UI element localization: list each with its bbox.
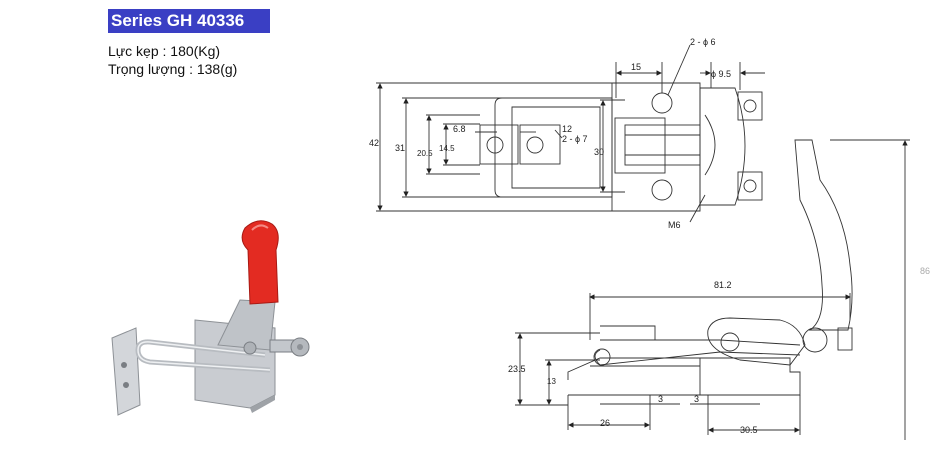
dim-m6: M6 [668, 220, 681, 230]
dim-phi9-5: ϕ 9.5 [711, 69, 731, 79]
dim-20-5: 20.5 [417, 149, 433, 158]
dim-23-5: 23.5 [508, 364, 526, 374]
clamp-force-text: Lực kẹp : 180(Kg) [108, 43, 221, 59]
dim-30-5: 30.5 [740, 425, 758, 435]
dim-26: 26 [600, 418, 610, 428]
weight-text: Trọng lượng : 138(g) [108, 61, 238, 77]
dim-3a: 3 [658, 394, 663, 404]
red-handle [241, 220, 279, 305]
dim-14-5: 14.5 [439, 144, 455, 153]
dim-30: 30 [594, 147, 604, 157]
technical-drawing: 42 31 20.5 14.5 6.8 12 2 - ϕ 7 30 15 2 -… [369, 37, 930, 440]
dim-12: 12 [562, 124, 572, 134]
dim-15: 15 [631, 62, 641, 72]
dim-6-8: 6.8 [453, 124, 466, 134]
dim-31: 31 [395, 143, 405, 153]
side-view-drawing [515, 139, 910, 440]
dim-42: 42 [369, 138, 379, 148]
dim-86: 86 [920, 266, 930, 276]
series-title: Series GH 40336 [108, 9, 270, 33]
product-photo [111, 220, 310, 416]
dim-3b: 3 [694, 394, 699, 404]
dim-2-phi6: 2 - ϕ 6 [690, 37, 716, 47]
top-view-drawing [376, 44, 765, 223]
dim-2-phi7: 2 - ϕ 7 [562, 134, 588, 144]
dim-81-2: 81.2 [714, 280, 732, 290]
dim-13: 13 [547, 377, 556, 386]
hook-plate [111, 327, 141, 416]
